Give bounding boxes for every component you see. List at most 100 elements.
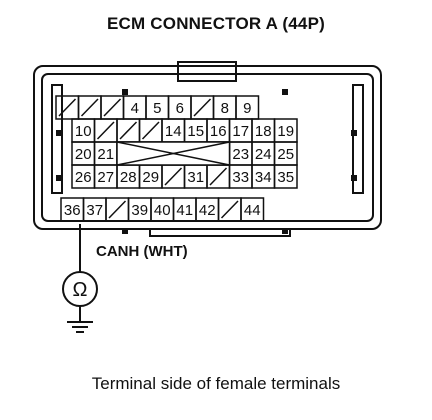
terminal-number: 24: [255, 146, 272, 163]
terminal-number: 18: [255, 123, 272, 140]
terminal-number: 26: [75, 169, 92, 186]
terminal-number: 17: [232, 123, 249, 140]
terminal-number: 39: [131, 202, 148, 219]
housing-dot: [122, 228, 128, 234]
top-latch: [177, 61, 237, 82]
terminal-number: 8: [221, 100, 229, 117]
right-post: [352, 84, 364, 194]
unused-terminal-slash: [220, 200, 239, 219]
signal-label: CANH (WHT): [96, 243, 188, 260]
terminal-cell: 5: [145, 95, 170, 120]
terminal-number: 9: [243, 100, 251, 117]
terminal-number: 28: [120, 169, 137, 186]
diagram-caption: Terminal side of female terminals: [91, 374, 341, 393]
terminal-cell: 17: [228, 118, 253, 143]
terminal-cell: 33: [228, 164, 253, 189]
ohm-symbol: Ω: [73, 279, 88, 301]
terminal-number: 23: [232, 146, 249, 163]
terminal-cell: 16: [206, 118, 231, 143]
unused-terminal-slash: [164, 167, 183, 186]
terminal-cell: [116, 118, 141, 143]
terminal-number: 33: [232, 169, 249, 186]
unused-terminal-slash: [80, 98, 99, 117]
terminal-cell: [206, 164, 231, 189]
terminal-number: 42: [199, 202, 216, 219]
terminal-number: 27: [97, 169, 114, 186]
terminal-cell: 29: [138, 164, 163, 189]
ohmmeter-icon: Ω: [62, 271, 98, 307]
diagram-title: ECM CONNECTOR A (44P): [107, 14, 325, 33]
terminal-cell: [138, 118, 163, 143]
terminal-cell: 9: [235, 95, 260, 120]
unused-terminal-slash: [119, 121, 138, 140]
terminal-cell: 31: [183, 164, 208, 189]
housing-dot: [122, 89, 128, 95]
terminal-cell: [77, 95, 102, 120]
terminal-cell: [100, 95, 125, 120]
terminal-number: 41: [176, 202, 193, 219]
terminal-cell: 21: [93, 141, 118, 166]
terminal-cell: 42: [195, 197, 220, 222]
terminal-cell: 26: [71, 164, 96, 189]
terminal-cell: 39: [127, 197, 152, 222]
terminal-cell: 14: [161, 118, 186, 143]
terminal-number: 44: [244, 202, 261, 219]
terminal-cell: 4: [122, 95, 147, 120]
terminal-number: 5: [153, 100, 161, 117]
unused-terminal-slash: [209, 167, 228, 186]
terminal-number: 14: [165, 123, 182, 140]
terminal-cell: 34: [251, 164, 276, 189]
unused-terminal-slash: [141, 121, 160, 140]
terminal-number: 40: [154, 202, 171, 219]
unused-terminal-slash: [108, 200, 127, 219]
housing-dots: [56, 89, 357, 234]
terminal-number: 34: [255, 169, 272, 186]
terminal-cell: [190, 95, 215, 120]
terminal-number: 35: [277, 169, 294, 186]
terminal-number: 4: [131, 100, 139, 117]
terminal-number: 16: [210, 123, 227, 140]
terminal-number: 21: [97, 146, 114, 163]
terminal-cell: 44: [240, 197, 265, 222]
unused-terminal-slash: [96, 121, 115, 140]
blank-block-cross: [116, 141, 230, 166]
bottom-latch: [149, 228, 291, 237]
terminal-cell: 15: [183, 118, 208, 143]
terminal-cell: 23: [228, 141, 253, 166]
outer-housing: [33, 65, 382, 230]
terminal-number: 37: [86, 202, 103, 219]
terminal-number: 10: [75, 123, 92, 140]
terminal-cell: 24: [251, 141, 276, 166]
terminal-box: [240, 197, 265, 222]
left-post: [51, 84, 63, 194]
terminal-cell: 41: [172, 197, 197, 222]
housing-dot: [56, 175, 62, 181]
housing-dot: [351, 175, 357, 181]
terminal-cell: 6: [167, 95, 192, 120]
terminal-box: [273, 164, 298, 189]
unused-terminal-slash: [193, 98, 212, 117]
terminal-cell: [161, 164, 186, 189]
terminal-cell: 18: [251, 118, 276, 143]
terminal-cell: 28: [116, 164, 141, 189]
terminal-cell: [55, 95, 80, 120]
terminal-cell: 8: [212, 95, 237, 120]
terminal-cell: 35: [273, 164, 298, 189]
terminal-number: 6: [176, 100, 184, 117]
unused-terminal-slash: [58, 98, 77, 117]
terminal-cell: 20: [71, 141, 96, 166]
terminal-cell: 37: [82, 197, 107, 222]
terminal-cell: 10: [71, 118, 96, 143]
housing-dot: [56, 130, 62, 136]
ground-icon: [67, 321, 93, 333]
terminal-cell: 19: [273, 118, 298, 143]
terminal-number: 25: [277, 146, 294, 163]
terminal-cell: [217, 197, 242, 222]
terminal-cell: 27: [93, 164, 118, 189]
terminal-number: 20: [75, 146, 92, 163]
terminal-number: 15: [187, 123, 204, 140]
terminal-number: 29: [142, 169, 159, 186]
